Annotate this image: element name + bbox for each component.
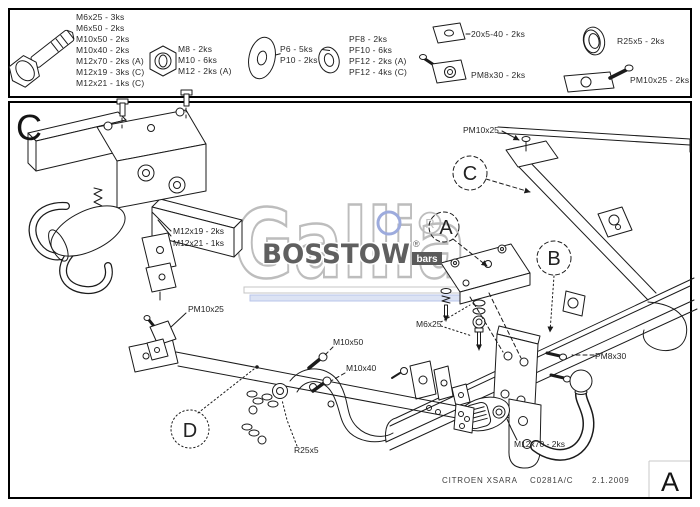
label-pm10x25-bracket: PM10x25 [188,304,224,314]
label-m10x50: M10x50 [333,337,364,347]
nut-size-list: M8 - 2ks M10 - 6ks M12 - 2ks (A) [178,44,232,77]
spring-washer-line: PF10 - 6ks [349,45,393,55]
label-pm10x25-support: PM10x25 [463,125,499,135]
footer-model: CITROEN XSARA [442,476,518,485]
crossmember-bolt-labels: M12x19 - 2ks M12x21 - 1ks [151,211,224,248]
spacer-ring-label: R25x5 - 2ks [617,36,665,46]
callout-circle-b: B [536,240,572,333]
footer-date: 2.1.2009 [592,476,630,485]
label-pm10x25-support-group: PM10x25 [463,125,520,141]
sheet-letter-a: A [661,467,679,497]
rear-panel-drawing [497,126,691,153]
callout-letter-a: A [439,217,453,239]
stud-plate-m10-icon [563,64,634,93]
label-pm8x30: PM8x30 [595,351,626,361]
flat-washer-list: P6 - 5ks P10 - 2ks [280,44,318,66]
gallia-underline-blue [249,294,471,302]
parts-list-panel [8,8,692,98]
pm10x25-bracket-drawing: PM10x25 [143,304,224,361]
hex-nut-icon [149,45,177,77]
nut-size-line: M10 - 6ks [178,55,218,65]
label-m12x70-group: M12x70 - 2ks [506,418,565,449]
stud-plate-m8-label: PM8x30 - 2ks [471,70,526,80]
flat-washer-icon [248,36,281,80]
bosstow-registered-sym: ® [413,239,420,249]
nut-size-line: M12 - 2ks (A) [178,66,232,76]
bosstow-text: BOSSTOW [262,239,410,270]
towball-drawing [508,369,595,469]
label-m6x25: M6x25 [416,319,442,329]
bolt-size-line: M10x40 - 2ks [76,45,130,55]
label-m12x21: M12x21 - 1ks [173,238,224,248]
nut-size-line: M8 - 2ks [178,44,213,54]
crossmember-assembly-drawing [27,89,243,301]
registered-mark-icon [418,211,442,235]
gallia-dot-circle [376,210,402,236]
label-r25x5: R25x5 [294,445,319,455]
gallia-underline-gray [243,286,469,294]
lower-bar-drawing [128,337,475,445]
bolt-size-line: M12x21 - 1ks (C) [76,78,145,88]
flat-washer-line: P6 - 5ks [280,44,313,54]
spring-washer-icon [318,46,340,74]
callout-circle-a: A [428,211,488,267]
registered-mark-letter: R [425,216,434,231]
lower-bar-labels: M10x50 M10x40 R25x5 [281,337,377,455]
section-letter-c: C [16,107,42,148]
gallia-outline-text: Gallia [234,190,466,300]
spring-washer-list: PF8 - 2ks PF10 - 6ks PF12 - 2ks (A) PF12… [349,34,407,78]
label-m12x70: M12x70 - 2ks [514,439,565,449]
label-m12x19: M12x19 - 2ks [173,226,224,236]
label-m6x25-group: M6x25 [416,304,473,337]
exhaust-pipes-drawing [28,187,126,295]
bolt-size-list: M6x25 - 3ks M6x50 - 2ks M10x50 - 2ks M10… [76,12,144,89]
label-m10x40: M10x40 [346,363,377,373]
flat-bar-label: 20x5-40 - 2ks [471,29,526,39]
callout-letter-b: B [547,248,560,270]
stud-plate-m8-icon [419,54,467,84]
detail-a-bracket-drawing [440,243,531,305]
spring-washer-line: PF12 - 2ks (A) [349,56,407,66]
main-beam-drawing [385,277,698,451]
spring-washer-line: PF8 - 2ks [349,34,388,44]
watermark-bosstow: BOSSTOW ® bars [261,238,442,272]
bolt-size-line: M12x70 - 2ks (A) [76,56,144,66]
bolt-size-line: M12x19 - 3ks (C) [76,67,145,77]
support-strap-drawing [505,136,657,301]
bars-text: bars [416,254,438,265]
bolt-size-line: M10x50 - 2ks [76,34,130,44]
footer-code: C0281A/C [530,476,573,485]
callout-letter-c: C [463,163,477,185]
side-rail-curve-drawing [289,352,394,443]
bars-box [412,252,442,265]
footer-line: CITROEN XSARA C0281A/C 2.1.2009 [442,476,630,485]
callout-circle-c: C [452,155,531,194]
spring-washer-line: PF12 - 4ks (C) [349,67,408,77]
watermark-gallia: Gallia R [233,189,471,302]
hex-bolt-icon [8,29,75,88]
fastener-stack-drawing [440,288,522,359]
stud-plate-m10-label: PM10x25 - 2ks [630,75,690,85]
callout-letter-d: D [183,420,197,442]
callout-circle-d: D [170,368,255,449]
spacer-ring-icon [582,26,606,56]
flat-bar-icon [432,22,471,44]
bolt-size-line: M6x50 - 2ks [76,23,125,33]
bolt-size-line: M6x25 - 3ks [76,12,125,22]
flat-washer-line: P10 - 2ks [280,55,318,65]
